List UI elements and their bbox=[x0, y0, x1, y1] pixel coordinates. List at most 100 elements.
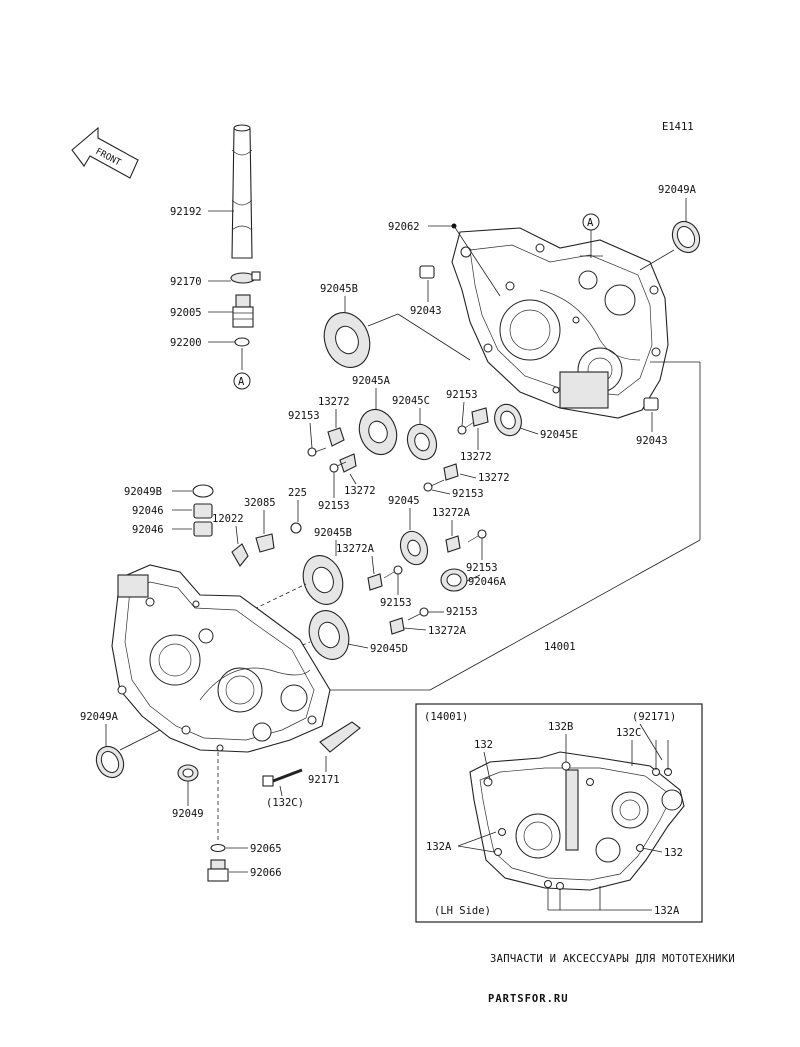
callout-13272-c: 13272 bbox=[460, 451, 492, 463]
screw-icon bbox=[423, 479, 445, 492]
diagram-code: E1411 bbox=[662, 121, 694, 133]
callout-92153-a: 92153 bbox=[288, 410, 320, 422]
bracket-icon bbox=[231, 543, 249, 567]
ref-a-top-label: A bbox=[587, 217, 594, 229]
inset-label-132C: 132C bbox=[616, 727, 641, 739]
bearing-92045c-icon bbox=[406, 423, 438, 461]
oil-seal-icon bbox=[671, 220, 701, 254]
callout-13272A-a: 13272A bbox=[432, 507, 471, 519]
screw-icon bbox=[307, 447, 327, 457]
callout-92045A: 92045A bbox=[352, 375, 391, 387]
watermark-tagline: ЗАПЧАСТИ И АКСЕССУАРЫ ДЛЯ МОТОТЕХНИКИ bbox=[490, 953, 735, 965]
callout-13272-a: 13272 bbox=[318, 396, 350, 408]
front-arrow-icon: FRONT bbox=[71, 126, 139, 179]
retainer-plate-icon bbox=[339, 453, 357, 473]
callout-13272-d: 13272 bbox=[478, 472, 510, 484]
screw-icon bbox=[467, 529, 487, 543]
ref-circle-a-left bbox=[233, 372, 251, 390]
callout-92046-a: 92046 bbox=[132, 505, 164, 517]
retainer-plate-icon bbox=[389, 617, 405, 635]
seal-92046a-icon bbox=[440, 568, 468, 592]
callout-92045C: 92045C bbox=[392, 395, 430, 407]
callout-92153-g: 92153 bbox=[446, 606, 478, 618]
callout-92043-top: 92043 bbox=[410, 305, 442, 317]
callout-92062: 92062 bbox=[388, 221, 420, 233]
callout-92045: 92045 bbox=[388, 495, 420, 507]
needle-bearing-icon bbox=[193, 521, 213, 537]
needle-bearing-icon bbox=[193, 503, 213, 519]
callout-92170: 92170 bbox=[170, 276, 202, 288]
inset-label-132B: 132B bbox=[548, 721, 573, 733]
callout-92200: 92200 bbox=[170, 337, 202, 349]
callout-92153-d: 92153 bbox=[452, 488, 484, 500]
inset-label-132-right: 132 bbox=[664, 847, 683, 859]
drain-washer-icon bbox=[210, 843, 226, 853]
callout-92045E: 92045E bbox=[540, 429, 578, 441]
callout-13272A-c: 13272A bbox=[428, 625, 467, 637]
inset-label-132-top: 132 bbox=[474, 739, 493, 751]
callout-225: 225 bbox=[288, 487, 307, 499]
retainer-plate-icon bbox=[471, 407, 489, 427]
callout-92153-b: 92153 bbox=[318, 500, 350, 512]
callout-92046A: 92046A bbox=[468, 576, 507, 588]
inset-ref-92171: (92171) bbox=[632, 711, 676, 723]
callout-92192: 92192 bbox=[170, 206, 202, 218]
washer-icon bbox=[234, 337, 250, 347]
inset-label-132A-bottom: 132A bbox=[654, 905, 680, 917]
retainer-plate-icon bbox=[327, 427, 345, 447]
oil-seal-left-icon bbox=[95, 745, 125, 779]
lever-icon bbox=[319, 721, 361, 753]
callout-92171: 92171 bbox=[308, 774, 340, 786]
inset-lh-side: (14001) (92171) 132 132B 132C 132A 132 1… bbox=[415, 703, 703, 923]
callout-14001: 14001 bbox=[544, 641, 576, 653]
hose-clamp-icon bbox=[230, 271, 261, 284]
callout-92045B-top: 92045B bbox=[320, 283, 358, 295]
callout-92153-e: 92153 bbox=[466, 562, 498, 574]
retainer-plate-icon bbox=[445, 535, 461, 553]
callout-92065: 92065 bbox=[250, 843, 282, 855]
callout-92043-right: 92043 bbox=[636, 435, 668, 447]
callout-13272-b: 13272 bbox=[344, 485, 376, 497]
callout-12022: 12022 bbox=[212, 513, 244, 525]
guide-icon bbox=[255, 533, 275, 553]
callout-92045B-mid: 92045B bbox=[314, 527, 352, 539]
drain-plug-icon bbox=[207, 859, 229, 882]
right-crankcase-half bbox=[451, 227, 669, 419]
breather-hose bbox=[231, 124, 253, 259]
callout-92046-b: 92046 bbox=[132, 524, 164, 536]
callout-92049B: 92049B bbox=[124, 486, 162, 498]
seal-92049-icon bbox=[177, 764, 199, 782]
retainer-plate-icon bbox=[443, 463, 459, 481]
screw-icon bbox=[407, 607, 429, 621]
callout-92153-c: 92153 bbox=[446, 389, 478, 401]
callout-13272A-b: 13272A bbox=[336, 543, 375, 555]
callout-92066: 92066 bbox=[250, 867, 282, 879]
bearing-92045b-icon bbox=[323, 312, 371, 368]
ref-a-left-label: A bbox=[238, 376, 245, 388]
callout-92049: 92049 bbox=[172, 808, 204, 820]
dowel-pin-icon bbox=[643, 397, 659, 411]
callout-92153-f: 92153 bbox=[380, 597, 412, 609]
left-crankcase-half bbox=[111, 564, 331, 753]
callout-32085: 32085 bbox=[244, 497, 276, 509]
bolt-head-icon bbox=[290, 522, 302, 534]
inset-caption: (LH Side) bbox=[434, 905, 491, 917]
retainer-plate-icon bbox=[367, 573, 383, 591]
bolt-icon bbox=[262, 768, 303, 787]
collar-icon bbox=[192, 484, 214, 498]
callout-92049A-left: 92049A bbox=[80, 711, 119, 723]
callout-92005: 92005 bbox=[170, 307, 202, 319]
bearing-92045a-icon bbox=[358, 408, 398, 456]
screw-icon bbox=[383, 565, 403, 579]
seal-92045e-icon bbox=[494, 403, 522, 437]
inset-label-132A-left: 132A bbox=[426, 841, 452, 853]
callout-92049A-top: 92049A bbox=[658, 184, 697, 196]
breather-fitting-icon bbox=[232, 294, 254, 328]
bearing-92045-icon bbox=[399, 530, 429, 566]
watermark-logo: PARTSFOR.RU bbox=[488, 993, 569, 1005]
callout-132C: (132C) bbox=[266, 797, 304, 809]
screw-icon bbox=[457, 421, 475, 435]
bearing-92045b-mid-icon bbox=[302, 555, 344, 605]
dowel-pin-icon bbox=[419, 265, 435, 279]
